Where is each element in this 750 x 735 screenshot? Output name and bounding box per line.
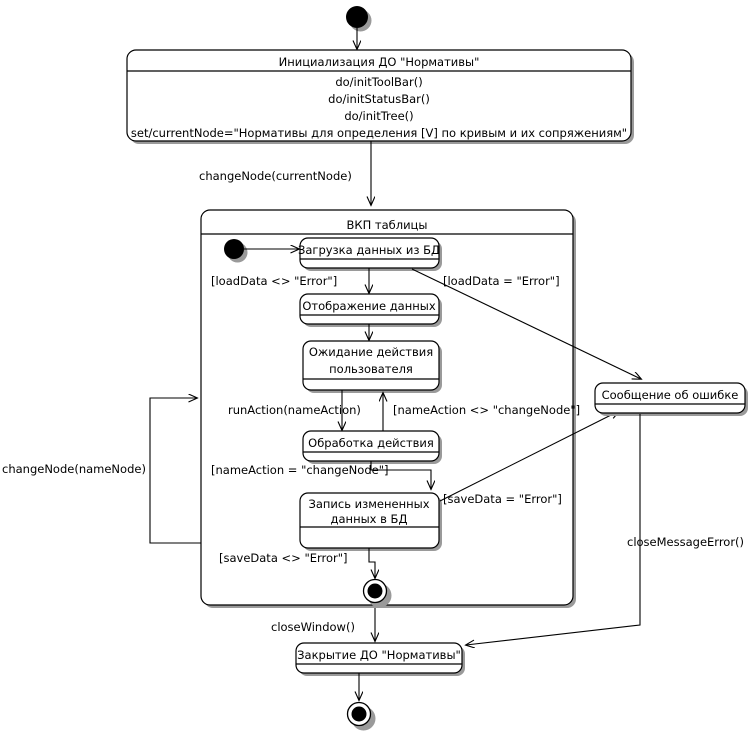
transition-close-window: closeWindow(): [271, 608, 375, 641]
state-show-data-title: Отображение данных: [302, 299, 436, 313]
transition-action-not-change-node-label: [nameAction <> "changeNode"]: [393, 403, 580, 417]
state-process-action-title: Обработка действия: [308, 436, 434, 450]
state-process-action[interactable]: Обработка действия: [302, 430, 442, 464]
state-initialization-action-1: do/initToolBar(): [335, 75, 422, 89]
transition-save-error: [saveData = "Error"]: [439, 411, 619, 506]
transition-save-error-label: [saveData = "Error"]: [443, 492, 562, 506]
transition-change-node-current-label: changeNode(currentNode): [199, 169, 352, 183]
state-error-message[interactable]: Сообщение об ошибке: [594, 382, 748, 416]
transition-change-node-name: changeNode(nameNode): [2, 398, 201, 544]
transition-load-ok: [loadData <> "Error"]: [211, 268, 369, 293]
state-initialization-action-2: do/initStatusBar(): [328, 92, 430, 106]
state-close-title: Закрытие ДО "Нормативы": [297, 648, 461, 662]
final-state-inner: [362, 578, 392, 608]
state-close[interactable]: Закрытие ДО "Нормативы": [295, 642, 465, 676]
transition-load-ok-label: [loadData <> "Error"]: [211, 274, 337, 288]
state-save-data-title-line2: данных в БД: [331, 512, 408, 526]
transition-change-node-current: changeNode(currentNode): [199, 141, 371, 205]
initial-state-top: [346, 6, 372, 32]
transition-action-not-change-node: [nameAction <> "changeNode"]: [383, 393, 580, 433]
state-load-data[interactable]: Загрузка данных из БД: [298, 237, 442, 271]
state-initialization[interactable]: Инициализация ДО "Нормативы" do/initTool…: [126, 49, 634, 144]
state-wait-user-action-title-line1: Ожидание действия: [309, 345, 433, 359]
transition-save-ok-label: [saveData <> "Error"]: [219, 551, 348, 565]
composite-state-title: ВКП таблицы: [347, 218, 428, 232]
transition-run-action-label: runAction(nameAction): [228, 403, 361, 417]
transition-save-ok: [saveData <> "Error"]: [219, 548, 375, 578]
final-state-bottom: [346, 701, 376, 731]
state-save-data-title-line1: Запись измененных: [308, 497, 429, 511]
state-load-data-title: Загрузка данных из БД: [298, 243, 440, 257]
transition-run-action: runAction(nameAction): [228, 390, 361, 430]
state-wait-user-action-title-line2: пользователя: [329, 362, 413, 376]
state-initialization-action-4: set/currentNode="Нормативы для определен…: [131, 126, 627, 140]
transition-close-message-error: closeMessageError(): [466, 414, 744, 645]
state-initialization-action-3: do/initTree(): [344, 109, 413, 123]
composite-state-vkp-table[interactable]: ВКП таблицы: [200, 209, 576, 608]
state-initialization-title: Инициализация ДО "Нормативы": [279, 55, 480, 69]
state-error-message-title: Сообщение об ошибке: [602, 388, 739, 402]
transition-change-node-name-label: changeNode(nameNode): [2, 462, 146, 476]
transition-action-is-change-node-label: [nameAction = "changeNode"]: [211, 463, 388, 477]
state-save-data[interactable]: Запись измененных данных в БД: [299, 492, 442, 551]
transition-close-message-error-label: closeMessageError(): [627, 535, 744, 549]
transition-load-error: [loadData = "Error"]: [411, 268, 641, 379]
transition-load-error-label: [loadData = "Error"]: [443, 274, 560, 288]
initial-state-inner: [224, 239, 248, 263]
state-wait-user-action[interactable]: Ожидание действия пользователя: [302, 340, 442, 393]
state-show-data[interactable]: Отображение данных: [299, 293, 442, 327]
transition-action-is-change-node: [nameAction = "changeNode"]: [211, 461, 431, 489]
transition-close-window-label: closeWindow(): [271, 620, 355, 634]
